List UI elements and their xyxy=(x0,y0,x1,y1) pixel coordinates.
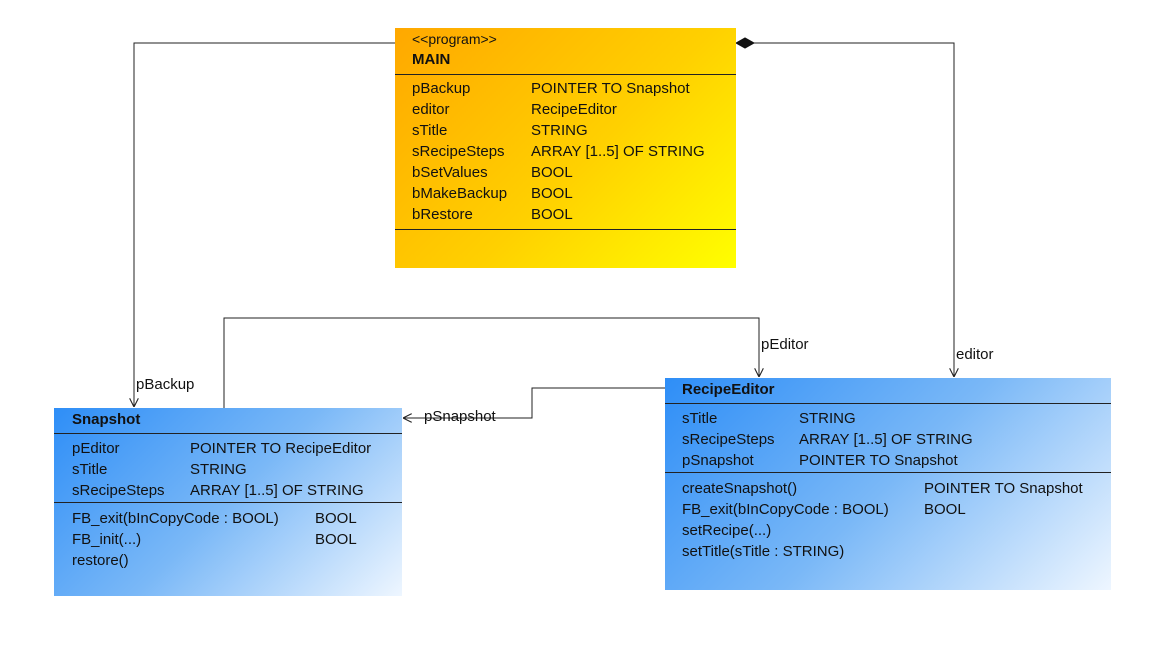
class-main[interactable]: <<program>> MAIN pBackup POINTER TO Snaps… xyxy=(395,28,736,268)
method-return-type: BOOL xyxy=(924,501,966,518)
recipe-editor-divider-1 xyxy=(665,403,1111,404)
snapshot-attributes: pEditor POINTER TO RecipeEditor sTitle STR… xyxy=(54,438,402,501)
method-row: restore() xyxy=(54,550,402,571)
method-name: setTitle(sTitle : STRING) xyxy=(682,543,845,560)
attribute-type: STRING xyxy=(531,122,588,139)
method-row: FB_exit(bInCopyCode : BOOL) BOOL xyxy=(54,508,402,529)
recipe-editor-divider-2 xyxy=(665,472,1111,473)
method-row: setRecipe(...) xyxy=(665,520,1111,541)
method-name: restore() xyxy=(72,552,129,569)
composition-diamond xyxy=(734,37,756,49)
main-stereotype: <<program>> xyxy=(412,31,497,47)
label-peditor: pEditor xyxy=(761,336,809,353)
attribute-type: ARRAY [1..5] OF STRING xyxy=(799,431,973,448)
method-name: FB_exit(bInCopyCode : BOOL) xyxy=(72,510,279,527)
connector-pbackup xyxy=(134,42,395,407)
attribute-name: sTitle xyxy=(412,122,448,139)
attribute-name: sTitle xyxy=(72,461,108,478)
main-attributes: pBackup POINTER TO Snapshot editor RecipeE… xyxy=(395,78,736,225)
attribute-name: bMakeBackup xyxy=(412,185,508,202)
attribute-row: pSnapshot POINTER TO Snapshot xyxy=(665,450,1111,471)
attribute-type: ARRAY [1..5] OF STRING xyxy=(190,482,364,499)
attribute-type: POINTER TO Snapshot xyxy=(531,80,690,97)
attribute-type: ARRAY [1..5] OF STRING xyxy=(531,143,705,160)
main-class-name: MAIN xyxy=(412,51,451,68)
method-return-type: POINTER TO Snapshot xyxy=(924,480,1083,497)
connector-peditor xyxy=(223,317,759,408)
method-name: FB_init(...) xyxy=(72,531,142,548)
attribute-type: BOOL xyxy=(531,164,573,181)
label-editor: editor xyxy=(956,346,994,363)
method-row: FB_init(...) BOOL xyxy=(54,529,402,550)
snapshot-divider-1 xyxy=(54,433,402,434)
attribute-row: sTitle STRING xyxy=(665,408,1111,429)
attribute-name: bSetValues xyxy=(412,164,488,181)
main-divider-2 xyxy=(395,229,736,230)
attribute-row: sRecipeSteps ARRAY [1..5] OF STRING xyxy=(665,429,1111,450)
attribute-type: BOOL xyxy=(531,185,573,202)
attribute-name: sTitle xyxy=(682,410,718,427)
attribute-row: bSetValues BOOL xyxy=(395,162,736,183)
attribute-type: RecipeEditor xyxy=(531,101,617,118)
method-row: setTitle(sTitle : STRING) xyxy=(665,541,1111,562)
snapshot-class-name: Snapshot xyxy=(72,411,141,428)
method-row: createSnapshot() POINTER TO Snapshot xyxy=(665,478,1111,499)
connector-editor xyxy=(754,42,954,377)
recipe-editor-class-name: RecipeEditor xyxy=(682,381,775,398)
attribute-row: bRestore BOOL xyxy=(395,204,736,225)
class-snapshot[interactable]: Snapshot pEditor POINTER TO RecipeEditor … xyxy=(54,408,402,596)
attribute-name: pBackup xyxy=(412,80,471,97)
label-psnapshot: pSnapshot xyxy=(424,408,496,425)
attribute-row: sTitle STRING xyxy=(395,120,736,141)
snapshot-divider-2 xyxy=(54,502,402,503)
method-row: FB_exit(bInCopyCode : BOOL) BOOL xyxy=(665,499,1111,520)
attribute-row: bMakeBackup BOOL xyxy=(395,183,736,204)
label-pbackup: pBackup xyxy=(136,376,195,393)
class-recipe-editor[interactable]: RecipeEditor sTitle STRING sRecipeSteps AR… xyxy=(665,378,1111,590)
attribute-name: sRecipeSteps xyxy=(72,482,165,499)
attribute-row: pEditor POINTER TO RecipeEditor xyxy=(54,438,402,459)
attribute-type: STRING xyxy=(799,410,856,427)
method-return-type: BOOL xyxy=(315,531,357,548)
attribute-name: editor xyxy=(412,101,450,118)
connector-psnapshot xyxy=(403,387,665,418)
attribute-name: sRecipeSteps xyxy=(682,431,775,448)
attribute-name: pSnapshot xyxy=(682,452,754,469)
attribute-row: editor RecipeEditor xyxy=(395,99,736,120)
method-name: setRecipe(...) xyxy=(682,522,772,539)
attribute-type: STRING xyxy=(190,461,247,478)
method-name: FB_exit(bInCopyCode : BOOL) xyxy=(682,501,889,518)
attribute-row: sTitle STRING xyxy=(54,459,402,480)
attribute-type: BOOL xyxy=(531,206,573,223)
recipe-editor-attributes: sTitle STRING sRecipeSteps ARRAY [1..5] OF… xyxy=(665,408,1111,471)
attribute-row: pBackup POINTER TO Snapshot xyxy=(395,78,736,99)
recipe-editor-methods: createSnapshot() POINTER TO Snapshot FB_e… xyxy=(665,478,1111,562)
attribute-name: bRestore xyxy=(412,206,473,223)
attribute-name: sRecipeSteps xyxy=(412,143,505,160)
method-return-type: BOOL xyxy=(315,510,357,527)
attribute-name: pEditor xyxy=(72,440,120,457)
snapshot-methods: FB_exit(bInCopyCode : BOOL) BOOL FB_init(… xyxy=(54,508,402,571)
attribute-type: POINTER TO Snapshot xyxy=(799,452,958,469)
attribute-row: sRecipeSteps ARRAY [1..5] OF STRING xyxy=(395,141,736,162)
method-name: createSnapshot() xyxy=(682,480,798,497)
main-divider-1 xyxy=(395,74,736,75)
attribute-type: POINTER TO RecipeEditor xyxy=(190,440,372,457)
attribute-row: sRecipeSteps ARRAY [1..5] OF STRING xyxy=(54,480,402,501)
